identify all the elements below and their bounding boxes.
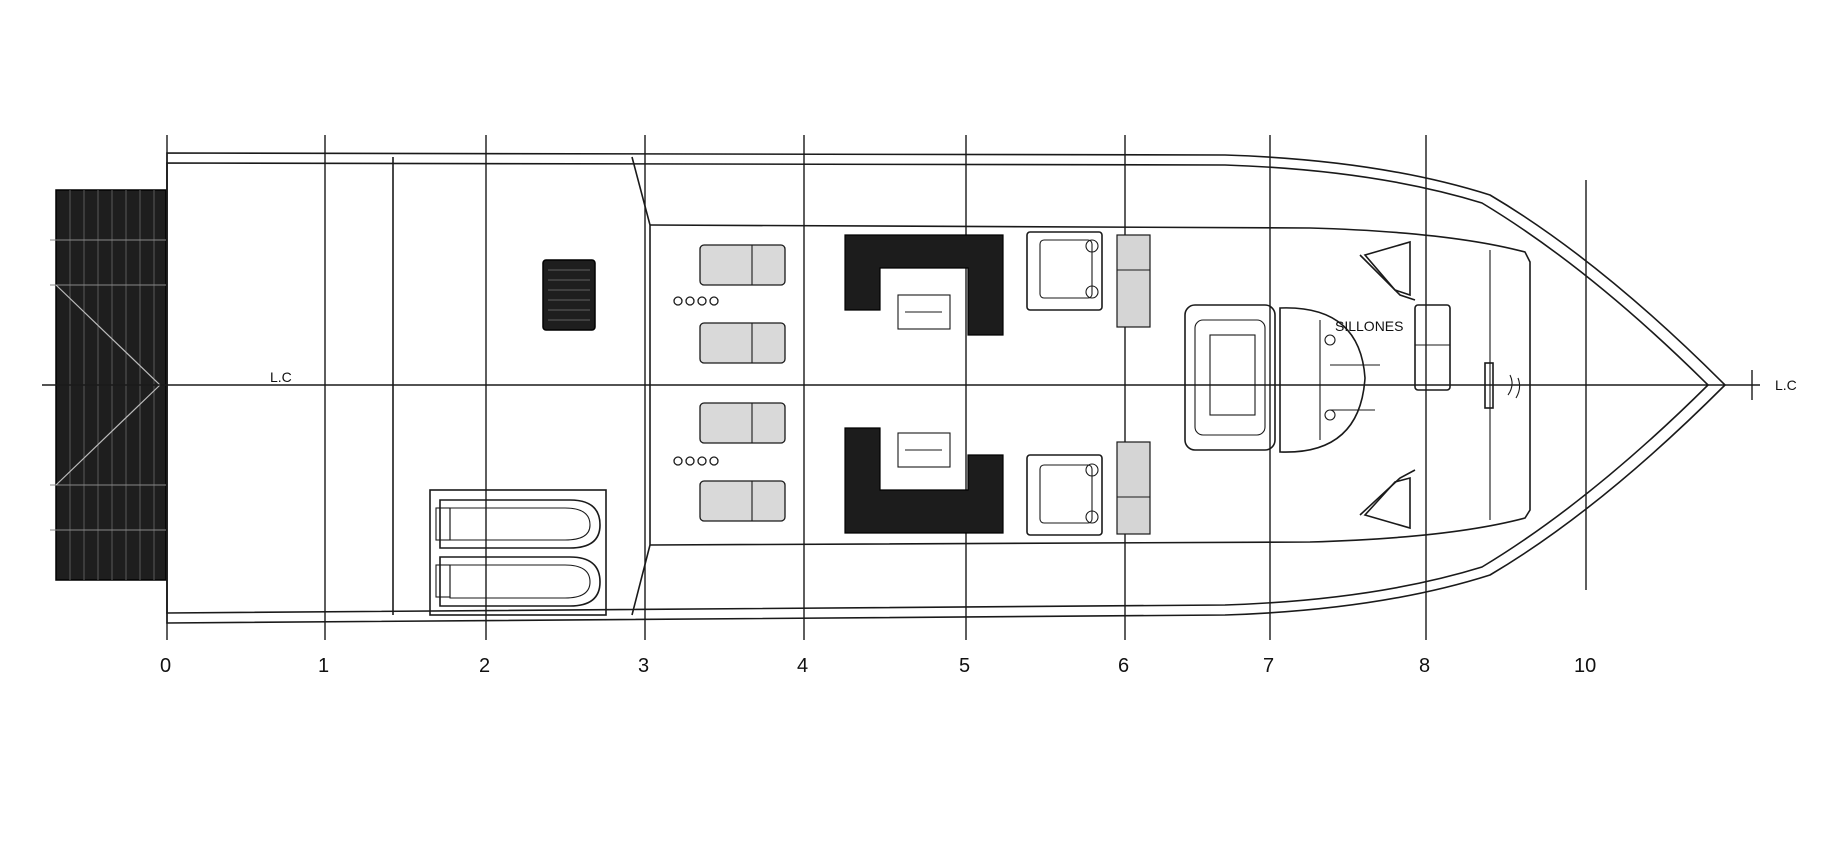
centerline-label-left: L.C [270,369,292,385]
tender-2 [435,556,601,607]
hull-outline [166,152,1727,624]
tender-1 [435,499,601,549]
frame-label-1: 1 [318,655,329,677]
deck-inner-outline [392,156,1531,616]
tender-bay [429,489,607,616]
helm-station [1184,304,1380,453]
u-sofa-port [844,234,1004,336]
sillones-label: SILLONES [1335,318,1403,334]
cushion-port [1116,234,1151,328]
frame-label-4: 4 [797,655,808,677]
forward-seat [1414,304,1451,391]
frame-label-8: 8 [1419,655,1430,677]
deck-hatch [542,259,596,331]
drink-holders [673,296,719,466]
frame-label-7: 7 [1263,655,1274,677]
bow-fitting [1484,362,1521,409]
frame-label-2: 2 [479,655,490,677]
forward-deck-chevrons [1359,240,1416,530]
centerline-label-right: L.C [1775,377,1797,393]
frame-labels: 0 1 2 3 4 5 6 7 8 10 [160,655,1596,677]
frame-label-3: 3 [638,655,649,677]
armchair-starboard [1026,454,1103,536]
frame-label-0: 0 [160,655,171,677]
armchair-port [1026,231,1103,311]
frame-label-10: 10 [1574,655,1596,677]
sun-loungers [699,244,786,522]
lounger-3 [699,402,786,444]
frame-label-5: 5 [959,655,970,677]
cushion-starboard [1116,441,1151,535]
frame-label-6: 6 [1118,655,1129,677]
lounger-4 [699,480,786,522]
lounger-1 [699,244,786,286]
u-sofa-starboard [844,427,1004,534]
frame-lines [166,135,1587,640]
lounger-2 [699,322,786,364]
